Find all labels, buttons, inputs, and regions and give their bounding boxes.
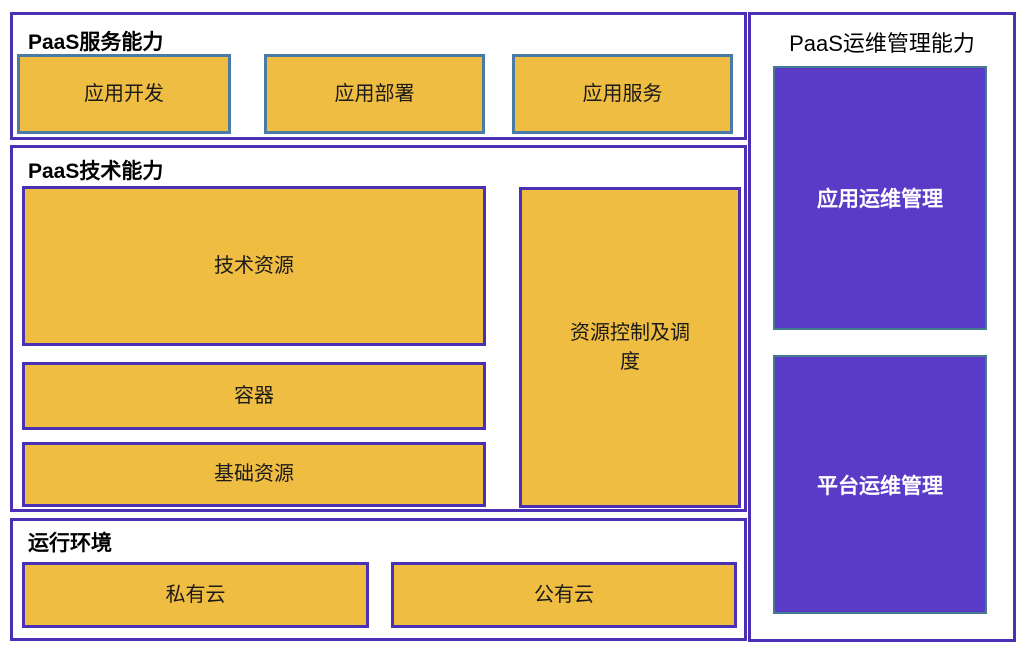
section-title-runtime: 运行环境 xyxy=(28,532,112,555)
box-tech-resource: 技术资源 xyxy=(22,186,486,346)
section-title-paas-service: PaaS服务能力 xyxy=(28,31,164,54)
box-app-deployment: 应用部署 xyxy=(264,54,485,134)
box-container: 容器 xyxy=(22,362,486,430)
box-app-service: 应用服务 xyxy=(512,54,733,134)
box-public-cloud: 公有云 xyxy=(391,562,737,628)
box-private-cloud: 私有云 xyxy=(22,562,369,628)
box-resource-control-scheduling: 资源控制及调度 xyxy=(519,187,741,508)
section-title-paas-ops: PaaS运维管理能力 xyxy=(789,31,975,56)
section-title-paas-tech: PaaS技术能力 xyxy=(28,160,164,183)
box-platform-ops-management: 平台运维管理 xyxy=(773,355,987,614)
box-app-development: 应用开发 xyxy=(17,54,231,134)
box-app-ops-management: 应用运维管理 xyxy=(773,66,987,330)
box-base-resource: 基础资源 xyxy=(22,442,486,507)
